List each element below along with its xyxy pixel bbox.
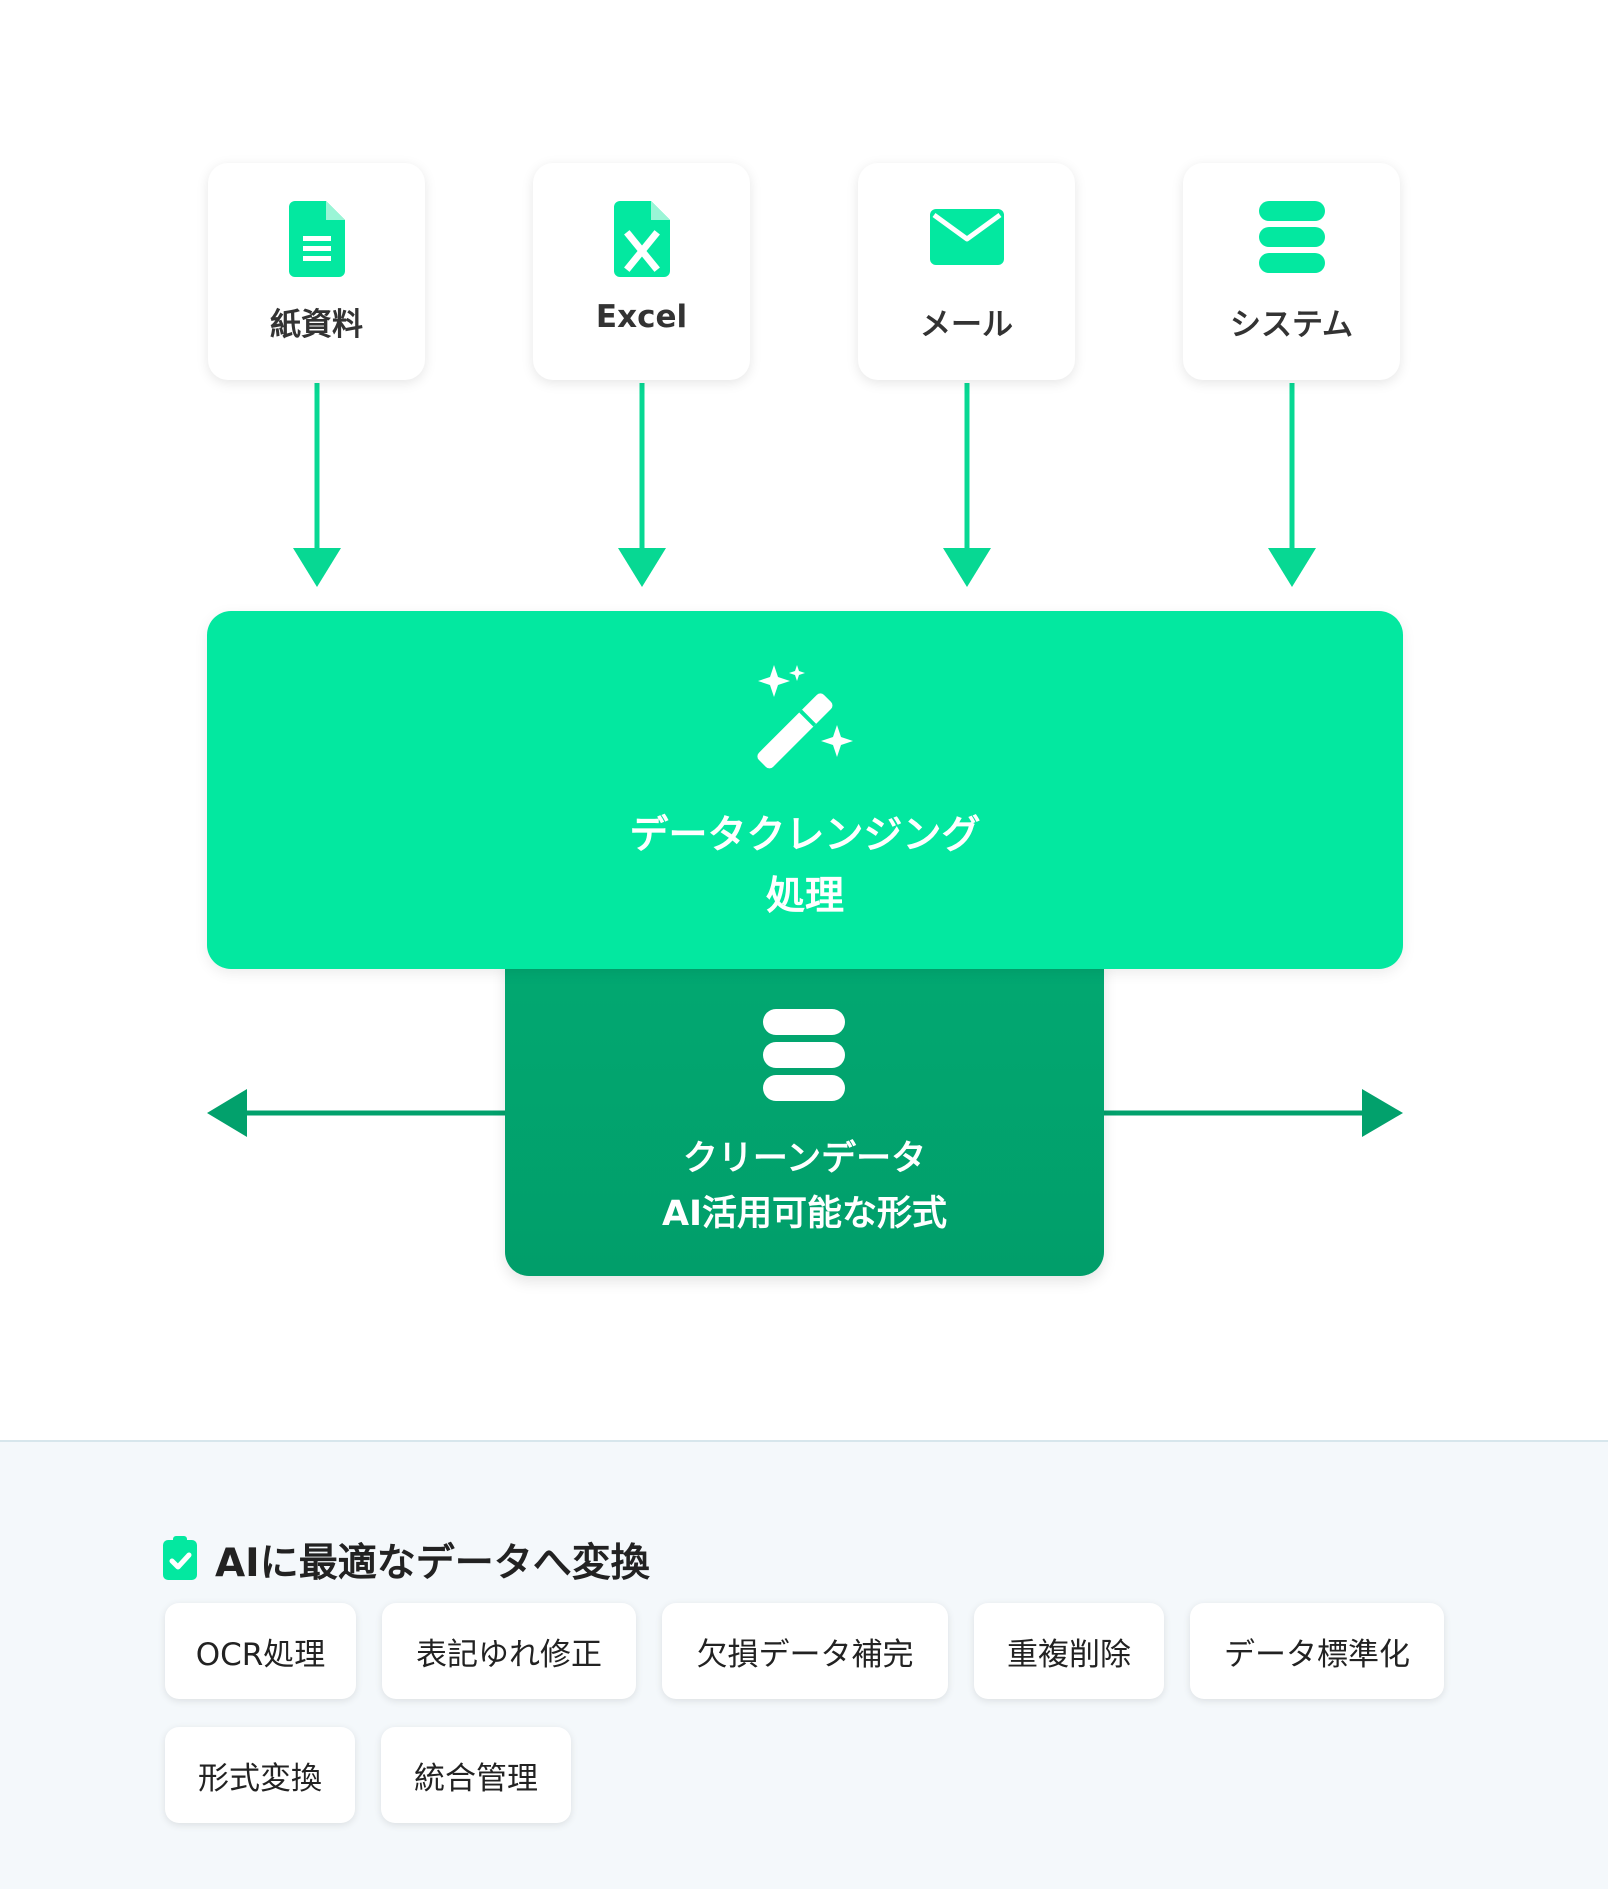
clean-data-subtitle: AI活用可能な形式 — [661, 1194, 948, 1234]
features-heading: AIに最適なデータへ変換 — [163, 1536, 650, 1586]
database-icon — [763, 1009, 845, 1105]
features-section: AIに最適なデータへ変換 OCR処理 表記ゆれ修正 欠損データ補完 重複削除 デ… — [0, 1440, 1608, 1889]
down-arrow-3 — [943, 383, 991, 587]
clean-data-title: クリーンデータ — [682, 1139, 927, 1179]
source-label: システム — [1229, 307, 1354, 343]
feature-tag: 重複削除 — [974, 1603, 1164, 1699]
source-mail-card: メール — [858, 163, 1075, 380]
feature-tag: 表記ゆれ修正 — [382, 1603, 636, 1699]
mail-icon — [929, 209, 1004, 269]
source-excel-card: Excel — [533, 163, 750, 380]
source-paper-card: 紙資料 — [208, 163, 425, 380]
feature-tag: 形式変換 — [165, 1727, 355, 1823]
process-title: データクレンジング — [629, 813, 981, 858]
source-label: 紙資料 — [270, 307, 363, 343]
source-system-card: システム — [1183, 163, 1400, 380]
source-label: Excel — [595, 299, 688, 335]
excel-file-icon — [613, 201, 670, 281]
source-label: メール — [920, 307, 1013, 343]
down-arrow-4 — [1268, 383, 1316, 587]
data-cleansing-block: データクレンジング 処理 — [207, 611, 1403, 969]
down-arrow-1 — [293, 383, 341, 587]
flow-arrows — [207, 383, 1403, 1137]
document-icon — [288, 201, 345, 281]
features-title: AIに最適なデータへ変換 — [215, 1541, 650, 1586]
feature-tag: OCR処理 — [165, 1603, 356, 1699]
right-arrow — [1103, 1089, 1403, 1137]
down-arrow-2 — [618, 383, 666, 587]
magic-wand-icon — [752, 663, 858, 775]
feature-tag: 統合管理 — [381, 1727, 571, 1823]
clean-data-block: クリーンデータ AI活用可能な形式 — [505, 960, 1104, 1276]
clipboard-check-icon — [163, 1536, 197, 1584]
feature-tag: データ標準化 — [1190, 1603, 1444, 1699]
database-icon — [1258, 201, 1325, 277]
left-arrow — [207, 1089, 506, 1137]
process-subtitle: 処理 — [765, 874, 844, 919]
feature-tag: 欠損データ補完 — [662, 1603, 948, 1699]
data-flow-diagram: 紙資料 Excel メール — [207, 163, 1403, 1276]
